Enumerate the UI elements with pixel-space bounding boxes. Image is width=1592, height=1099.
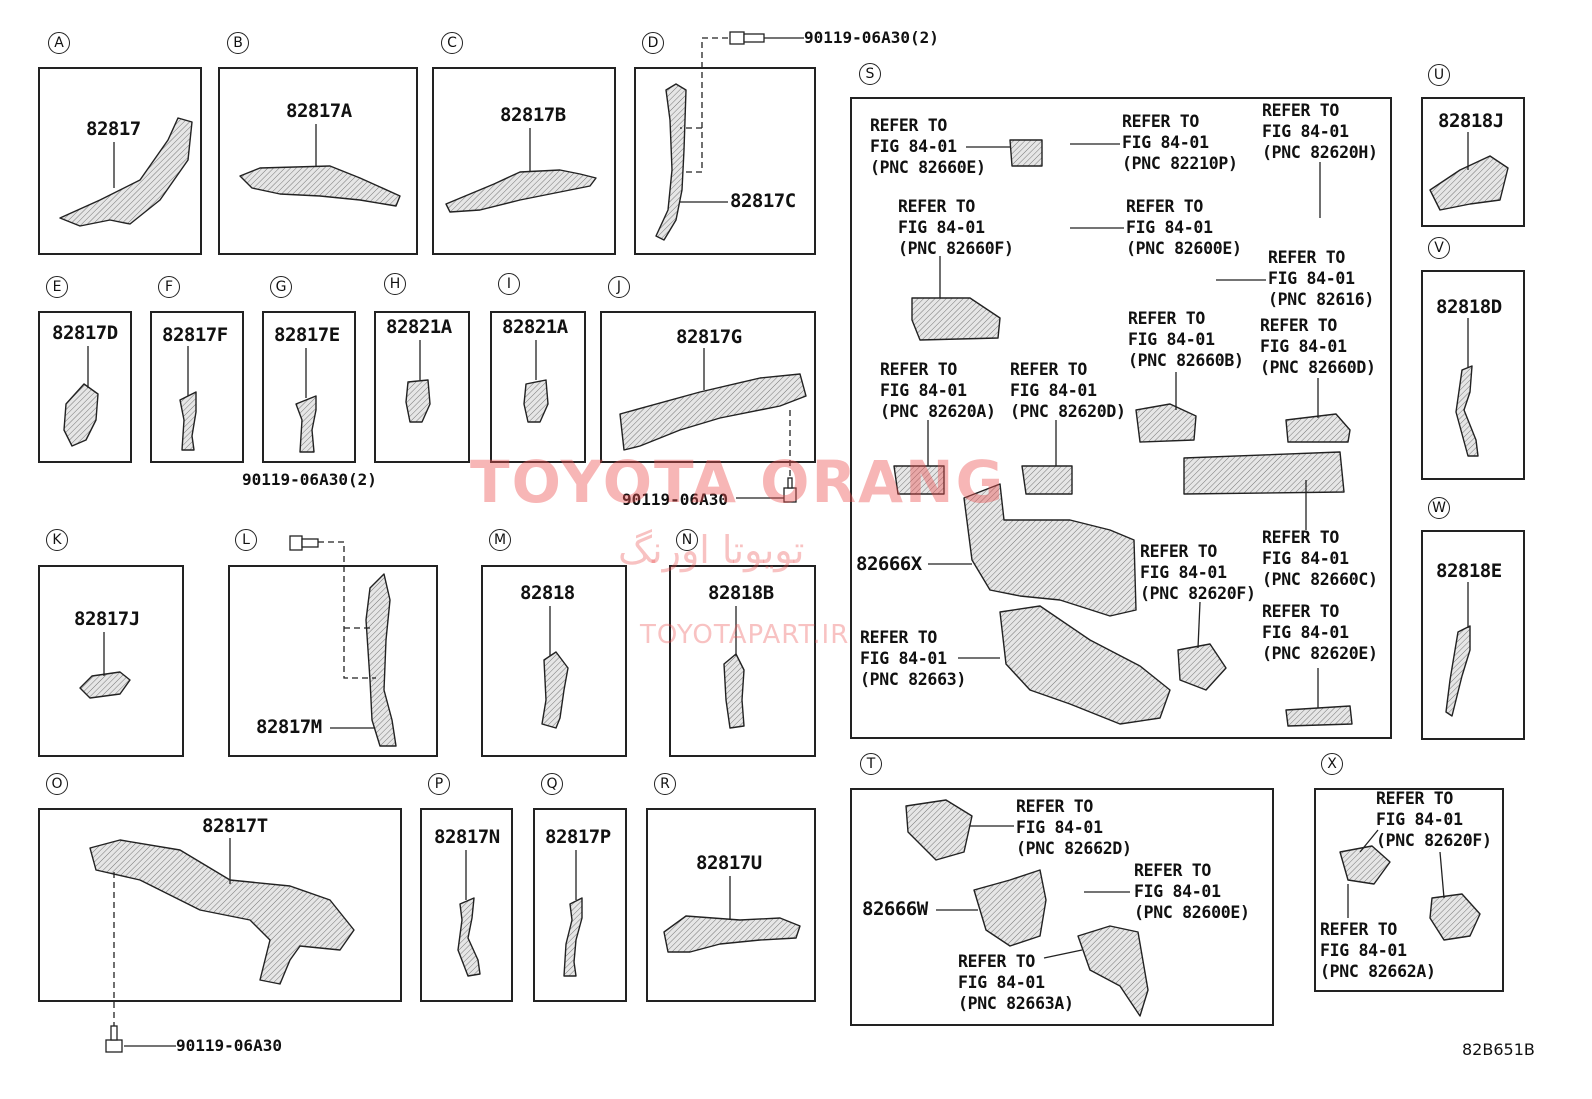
label-b: B: [227, 32, 249, 54]
part-number-l: 82817M: [256, 716, 322, 738]
panel-r: [646, 808, 816, 1002]
ref-82210P: REFER TO FIG 84-01 (PNC 82210P): [1122, 112, 1238, 173]
label-h: H: [384, 273, 406, 295]
label-k: K: [46, 529, 68, 551]
part-number-w: 82818E: [1436, 560, 1502, 582]
label-o: O: [46, 773, 68, 795]
panel-c: [432, 67, 616, 255]
label-l: L: [235, 529, 257, 551]
label-x: X: [1321, 753, 1343, 775]
label-r: R: [654, 773, 676, 795]
ref-82620D: REFER TO FIG 84-01 (PNC 82620D): [1010, 360, 1126, 421]
panel-g: [262, 311, 356, 463]
part-number-t: 82666W: [862, 898, 928, 920]
label-t: T: [860, 753, 882, 775]
panel-f: [150, 311, 244, 463]
panel-a: [38, 67, 202, 255]
label-q: Q: [541, 773, 563, 795]
ref-82660C: REFER TO FIG 84-01 (PNC 82660C): [1262, 528, 1378, 589]
part-number-j: 82817G: [676, 326, 742, 348]
ref-82662A: REFER TO FIG 84-01 (PNC 82662A): [1320, 920, 1436, 981]
panel-k: [38, 565, 184, 757]
label-w: W: [1428, 497, 1450, 519]
ref-82600E-t: REFER TO FIG 84-01 (PNC 82600E): [1134, 861, 1250, 922]
part-number-h: 82821A: [386, 316, 452, 338]
part-number-u: 82818J: [1438, 110, 1504, 132]
part-number-d: 82817C: [730, 190, 796, 212]
ref-82620A: REFER TO FIG 84-01 (PNC 82620A): [880, 360, 996, 421]
label-n: N: [676, 529, 698, 551]
ref-82663A: REFER TO FIG 84-01 (PNC 82663A): [958, 952, 1074, 1013]
ref-82660B: REFER TO FIG 84-01 (PNC 82660B): [1128, 309, 1244, 370]
part-number-o: 82817T: [202, 815, 268, 837]
part-number-r: 82817U: [696, 852, 762, 874]
figure-id: 82B651B: [1462, 1040, 1535, 1059]
ref-82620E: REFER TO FIG 84-01 (PNC 82620E): [1262, 602, 1378, 663]
label-d: D: [642, 32, 664, 54]
part-number-c: 82817B: [500, 104, 566, 126]
part-number-m: 82818: [520, 582, 575, 604]
panel-b: [218, 67, 418, 255]
label-e: E: [46, 276, 68, 298]
bolt-code-d: 90119-06A30(2): [804, 28, 939, 47]
ref-82616: REFER TO FIG 84-01 (PNC 82616): [1268, 248, 1374, 309]
part-number-b: 82817A: [286, 100, 352, 122]
label-a: A: [48, 32, 70, 54]
panel-w: [1421, 530, 1525, 740]
ref-82620F: REFER TO FIG 84-01 (PNC 82620F): [1140, 542, 1256, 603]
label-j: J: [608, 276, 630, 298]
part-number-f: 82817F: [162, 324, 228, 346]
label-i: I: [498, 273, 520, 295]
panel-v: [1421, 270, 1525, 480]
label-s: S: [859, 63, 881, 85]
label-v: V: [1428, 237, 1450, 259]
label-c: C: [441, 32, 463, 54]
panel-x: [1314, 788, 1504, 992]
label-f: F: [158, 276, 180, 298]
ref-82663: REFER TO FIG 84-01 (PNC 82663): [860, 628, 966, 689]
part-number-i: 82821A: [502, 316, 568, 338]
part-number-e: 82817D: [52, 322, 118, 344]
bolt-code-o: 90119-06A30: [176, 1036, 282, 1055]
bolt-code-l: 90119-06A30(2): [242, 470, 377, 489]
part-number-a: 82817: [86, 118, 141, 140]
label-g: G: [270, 276, 292, 298]
part-number-v: 82818D: [1436, 296, 1502, 318]
label-u: U: [1428, 64, 1450, 86]
label-p: P: [428, 773, 450, 795]
part-number-p: 82817N: [434, 826, 500, 848]
watermark-persian: تویوتا اورنگ: [618, 528, 805, 572]
panel-d: [634, 67, 816, 255]
part-number-n: 82818B: [708, 582, 774, 604]
part-number-k: 82817J: [74, 608, 140, 630]
ref-82662D: REFER TO FIG 84-01 (PNC 82662D): [1016, 797, 1132, 858]
part-number-g: 82817E: [274, 324, 340, 346]
part-number-q: 82817P: [545, 826, 611, 848]
ref-82660F: REFER TO FIG 84-01 (PNC 82660F): [898, 197, 1014, 258]
ref-82660E: REFER TO FIG 84-01 (PNC 82660E): [870, 116, 986, 177]
watermark-brand: TOYOTA ORANG: [470, 448, 1006, 516]
ref-82620F-x: REFER TO FIG 84-01 (PNC 82620F): [1376, 789, 1492, 850]
panel-o: [38, 808, 402, 1002]
label-m: M: [489, 529, 511, 551]
ref-82600E: REFER TO FIG 84-01 (PNC 82600E): [1126, 197, 1242, 258]
ref-82660D: REFER TO FIG 84-01 (PNC 82660D): [1260, 316, 1376, 377]
bolt-code-j: 90119-06A30: [622, 490, 728, 509]
part-number-s: 82666X: [856, 553, 922, 575]
watermark-site: TOYOTAPART.IR: [640, 620, 850, 650]
ref-82620H: REFER TO FIG 84-01 (PNC 82620H): [1262, 101, 1378, 162]
